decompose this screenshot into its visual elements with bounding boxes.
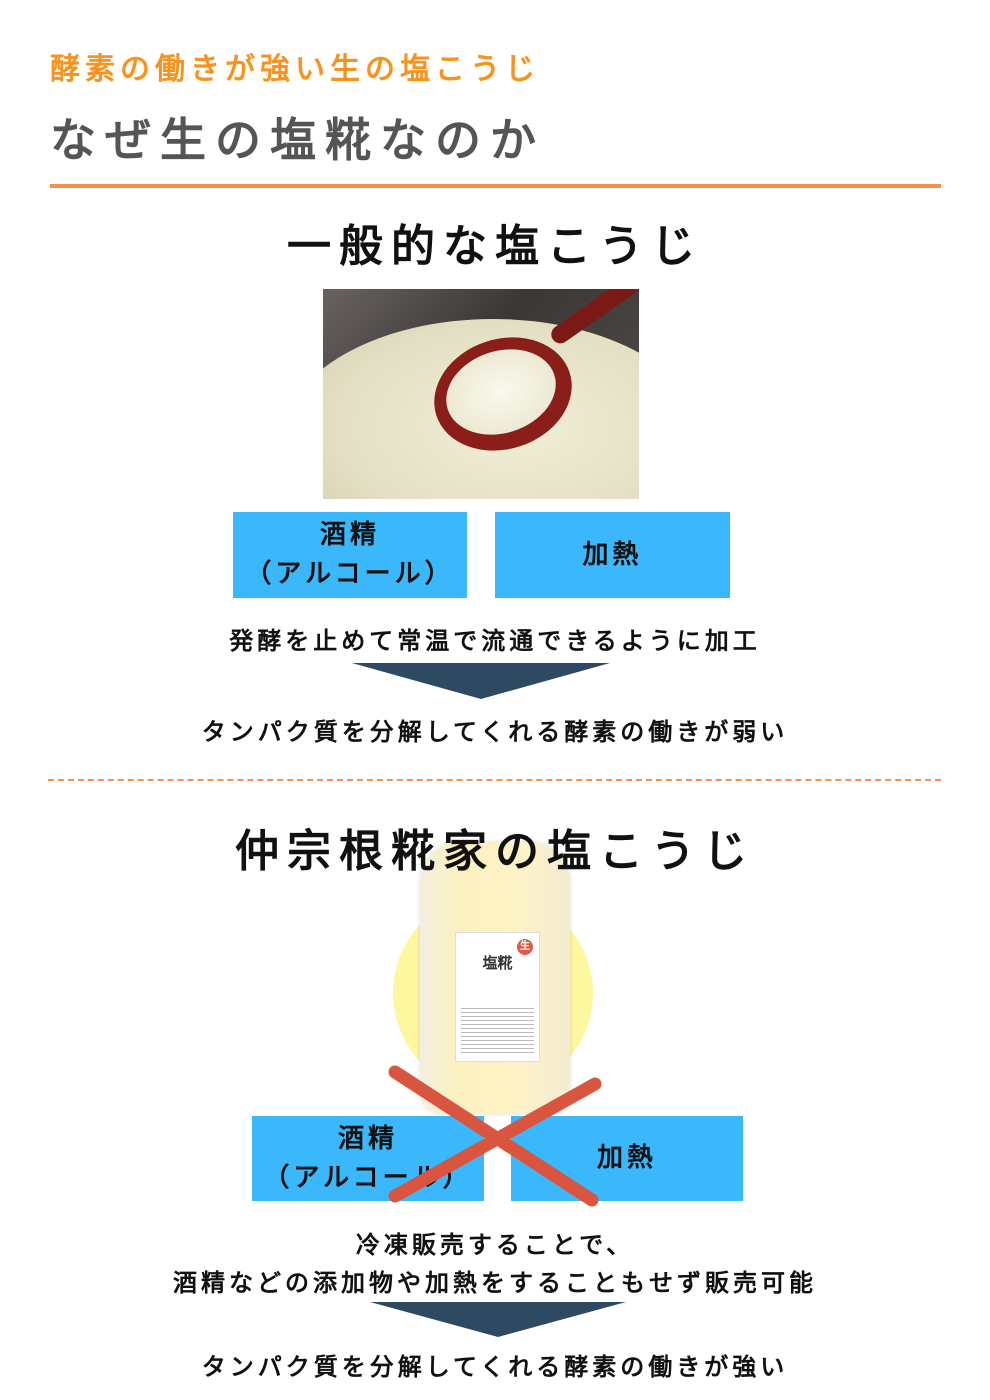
general-description: 発酵を止めて常温で流通できるように加工 [229, 627, 761, 655]
section-heading-general: 一般的な塩こうじ [287, 221, 703, 272]
alcohol-label: 酒精 [337, 1123, 398, 1154]
product-label: 生 塩糀 [455, 932, 540, 1062]
alcohol-box: 酒精 （アルコール） [233, 512, 467, 598]
arrow-down-icon [352, 663, 610, 699]
raw-badge: 生 [517, 939, 533, 955]
heating-label: 加熱 [582, 539, 643, 570]
heating-label: 加熱 [596, 1143, 657, 1173]
product-name: 塩糀 [482, 954, 513, 972]
alcohol-sub-label: （アルコール） [245, 559, 455, 589]
cross-out-icon [388, 1065, 602, 1207]
page-title: なぜ生の塩糀なのか [50, 113, 545, 167]
general-result: タンパク質を分解してくれる酵素の働きが弱い [201, 718, 789, 746]
arrow-down-icon [370, 1302, 626, 1337]
ours-result: タンパク質を分解してくれる酵素の働きが強い [201, 1353, 789, 1381]
ours-description-line1: 冷凍販売することで、 [355, 1231, 635, 1259]
heating-box: 加熱 [495, 512, 730, 598]
heating-box-ours: 加熱 [511, 1116, 743, 1201]
ours-description-line2: 酒精などの添加物や加熱をすることもせず販売可能 [173, 1269, 817, 1297]
section-heading-ours: 仲宗根糀家の塩こうじ [235, 826, 755, 877]
alcohol-box-ours: 酒精 （アルコール） [252, 1116, 484, 1201]
section-divider [48, 779, 941, 781]
subtitle: 酵素の働きが強い生の塩こうじ [50, 52, 540, 87]
alcohol-label: 酒精 [319, 520, 380, 550]
shio-koji-photo [323, 289, 639, 499]
title-divider [50, 184, 941, 188]
